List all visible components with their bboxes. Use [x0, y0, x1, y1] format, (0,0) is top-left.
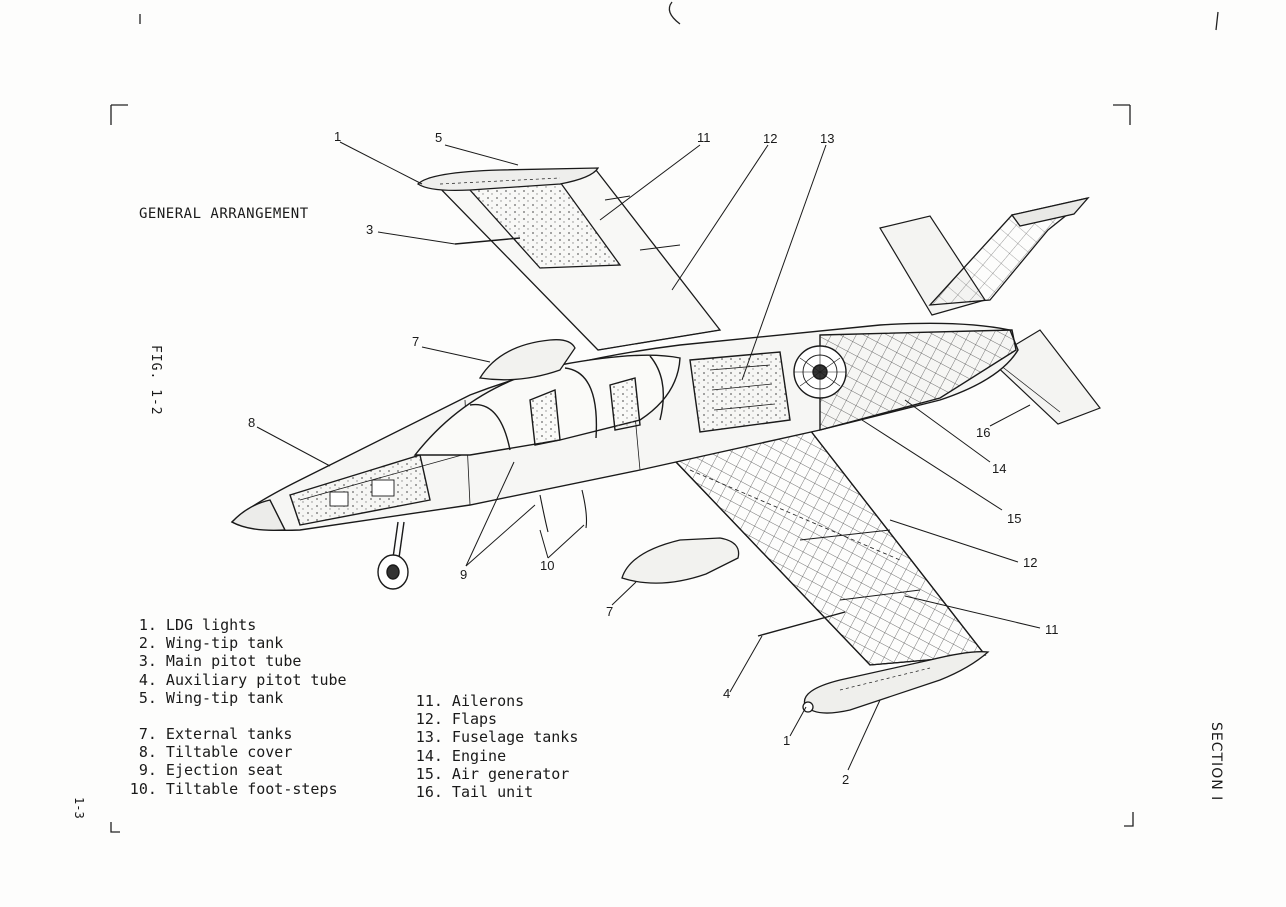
callout-9: 9 — [460, 567, 468, 582]
legend-item: 12. Flaps — [415, 710, 498, 729]
callout-8: 8 — [248, 415, 256, 430]
figure-label: FIG. 1-2 — [148, 345, 163, 416]
canopy — [413, 354, 681, 456]
callout-13: 13 — [820, 131, 835, 146]
callout-11: 11 — [697, 130, 711, 145]
callout-14: 14 — [992, 461, 1007, 476]
legend-gap — [128, 707, 347, 725]
upper-wing — [416, 167, 722, 351]
foot-steps — [539, 489, 588, 533]
legend-item: 5. Wing-tip tank — [138, 688, 284, 707]
legend-item: 4. Auxiliary pitot tube — [138, 670, 347, 689]
callout-1: 1 — [334, 129, 342, 144]
callout-leader-lines — [256, 141, 1041, 771]
callout-7b: 7 — [606, 604, 614, 619]
page-number: 1-3 — [72, 797, 86, 819]
legend-item: 16. Tail unit — [415, 783, 534, 802]
vertical-tail — [928, 196, 1090, 306]
legend-item: 14. Engine — [415, 746, 507, 765]
legend-item: 13. Fuselage tanks — [415, 728, 579, 747]
callout-12b: 12 — [1023, 555, 1038, 570]
figure-title: GENERAL ARRANGEMENT — [139, 206, 309, 222]
callout-10: 10 — [540, 558, 555, 573]
legend-item: 1. LDG lights — [138, 616, 257, 634]
external-tanks — [478, 339, 740, 584]
legend-item: 7. External tanks — [138, 725, 293, 744]
legend-item: 9. Ejection seat — [138, 761, 284, 780]
callout-1b: 1 — [783, 733, 791, 748]
callout-16: 16 — [976, 425, 991, 440]
legend-right: 11. Ailerons 12. Flaps 13. Fuselage tank… — [414, 692, 579, 802]
legend-item: 15. Air generator — [415, 764, 570, 783]
callout-11b: 11 — [1045, 622, 1059, 637]
legend-left: 1. LDG lights 2. Wing-tip tank 3. Main p… — [128, 616, 347, 798]
callout-7: 7 — [412, 334, 420, 349]
callout-12: 12 — [763, 131, 778, 146]
crop-marks — [110, 1, 1219, 833]
callout-3: 3 — [366, 222, 374, 237]
callout-5: 5 — [435, 130, 443, 145]
landing-gear — [377, 521, 409, 590]
legend-item: 10. Tiltable foot-steps — [129, 779, 338, 798]
legend-item: 11. Ailerons — [415, 692, 525, 710]
legend-item: 2. Wing-tip tank — [138, 634, 284, 653]
callout-15: 15 — [1007, 511, 1022, 526]
callout-4: 4 — [723, 686, 731, 701]
legend-item: 8. Tiltable cover — [138, 743, 293, 762]
section-label: SECTION I — [1208, 722, 1224, 802]
callout-2: 2 — [842, 772, 850, 787]
legend-item: 3. Main pitot tube — [138, 652, 302, 671]
